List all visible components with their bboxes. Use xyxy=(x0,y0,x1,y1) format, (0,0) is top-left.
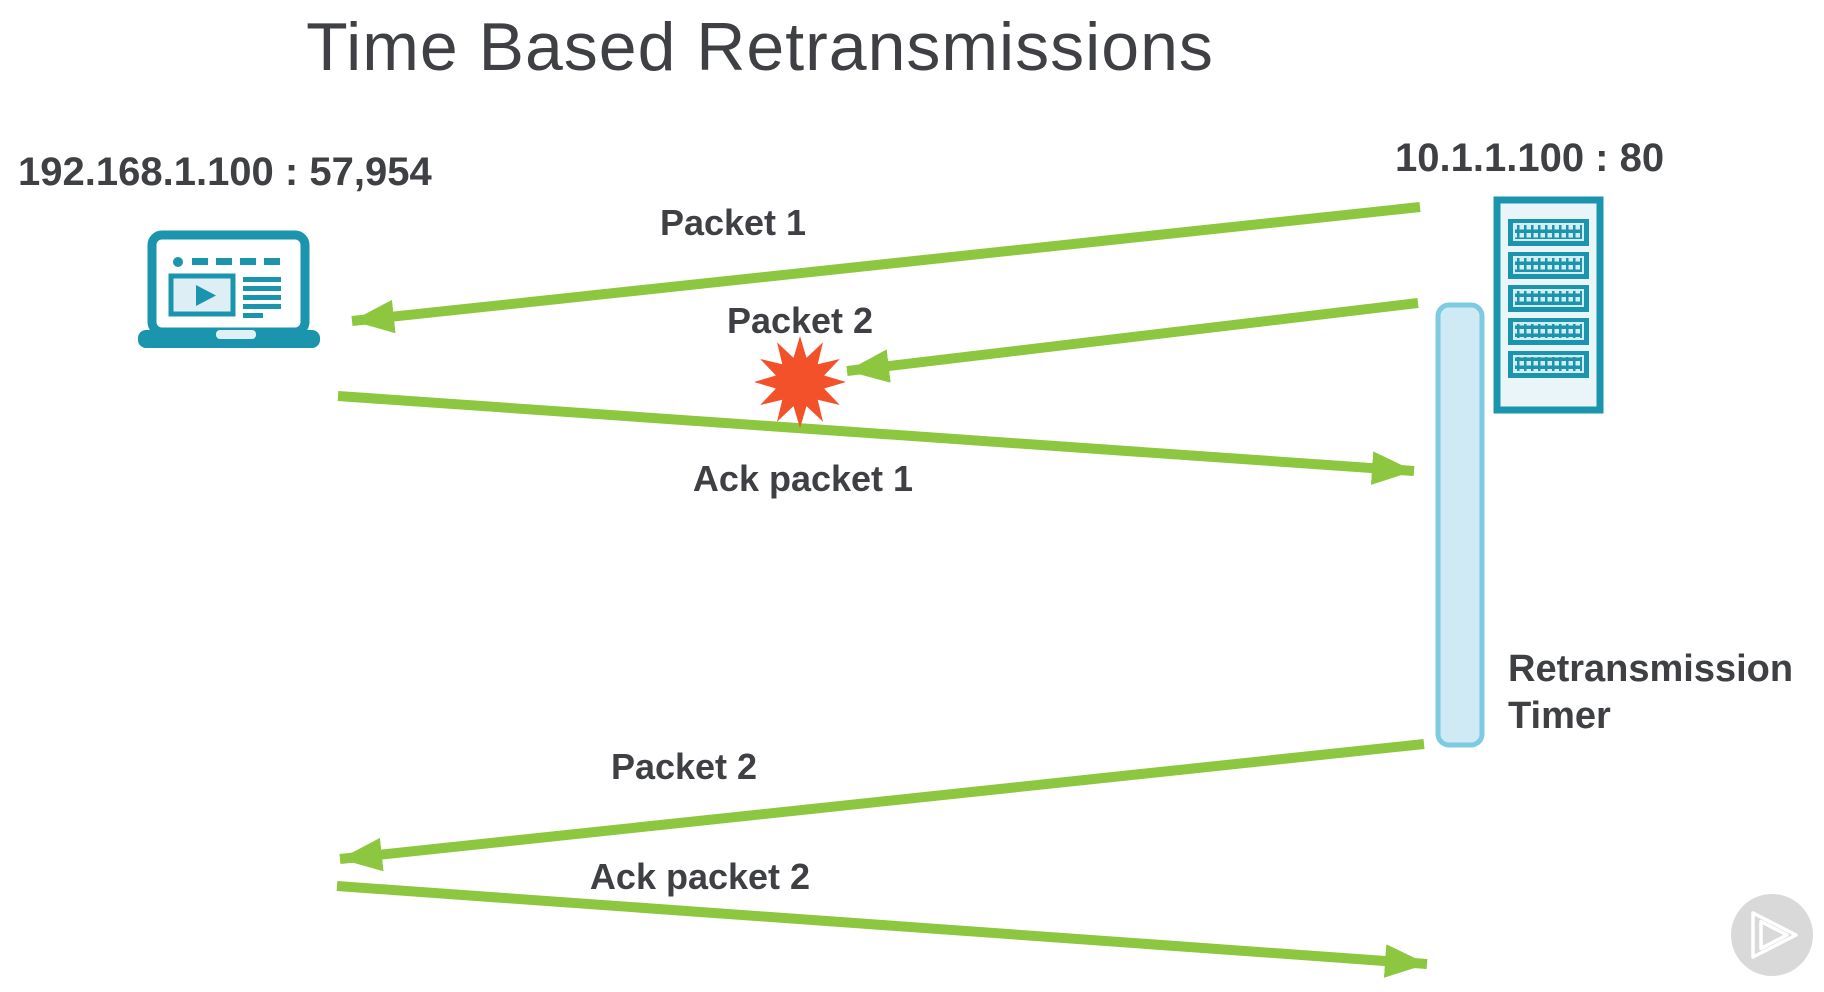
slide-title: Time Based Retransmissions xyxy=(306,9,1214,85)
server-unit xyxy=(1508,351,1589,378)
retransmission-timer-bar xyxy=(1435,302,1485,748)
ack-packet1-arrow xyxy=(337,391,1415,485)
server-rack-icon xyxy=(1493,196,1604,414)
browser-dot-icon xyxy=(173,257,183,267)
packet1-label: Packet 1 xyxy=(659,202,807,243)
ack-packet1-label: Ack packet 1 xyxy=(692,458,914,499)
laptop-hinge-notch xyxy=(216,330,256,339)
play-icon xyxy=(196,285,216,306)
ack-packet2-label: Ack packet 2 xyxy=(589,856,811,897)
browser-toolbar-dashes xyxy=(192,258,280,265)
explosion-burst-icon xyxy=(754,336,846,428)
client-address-label: 192.168.1.100 : 57,954 xyxy=(18,150,432,194)
server-unit xyxy=(1508,318,1589,345)
server-unit xyxy=(1508,252,1589,279)
retransmission-timer-label: Retransmission Timer xyxy=(1508,648,1794,737)
server-unit xyxy=(1508,285,1589,312)
server-unit xyxy=(1508,219,1589,246)
packet2-retransmit-arrow xyxy=(339,739,1425,872)
packet2-retransmit-label: Packet 2 xyxy=(610,746,758,787)
text-lines xyxy=(243,277,281,318)
packet2-lost-arrow xyxy=(846,298,1419,383)
pluralsight-play-icon xyxy=(1731,894,1813,976)
packet2-lost-label: Packet 2 xyxy=(726,300,874,341)
ack-packet2-arrow xyxy=(336,881,1428,978)
laptop-icon xyxy=(138,230,320,348)
server-address-label: 10.1.1.100 : 80 xyxy=(1395,136,1665,180)
packet1-arrow xyxy=(351,202,1421,334)
